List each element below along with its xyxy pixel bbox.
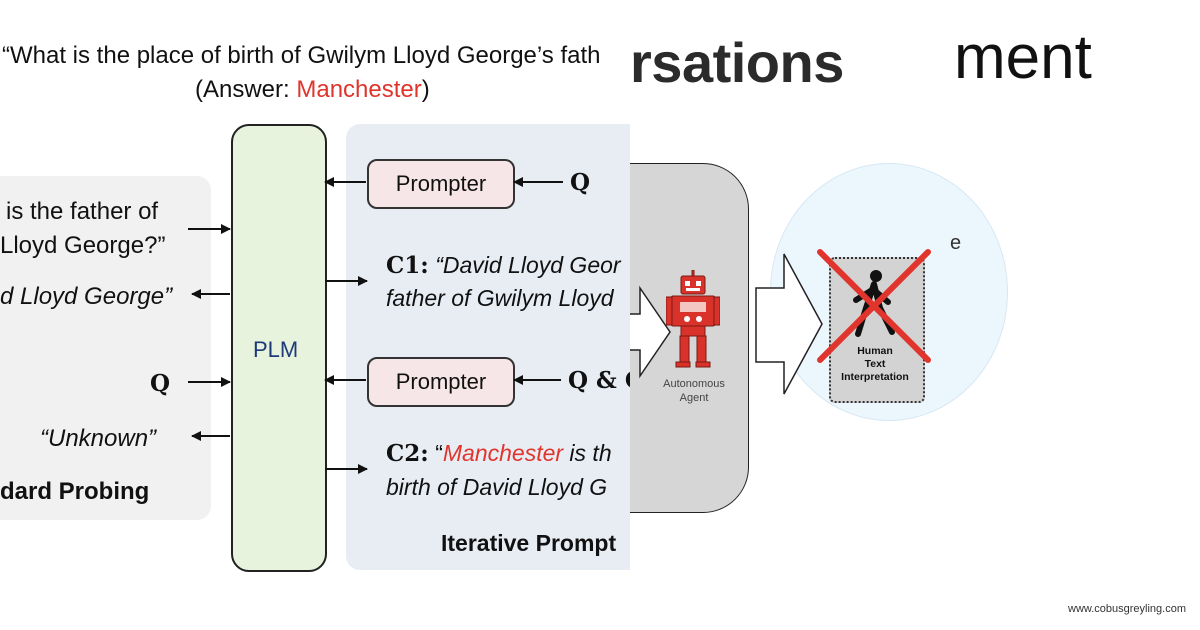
c2-label: C2: bbox=[386, 440, 429, 467]
footer-url: www.cobusgreyling.com bbox=[1068, 603, 1186, 615]
prompter-2-label: Prompter bbox=[395, 369, 487, 394]
sp-unknown: “Unknown” bbox=[40, 425, 157, 452]
autonomous-agent-slide: rsations ment e Autonomous Agent bbox=[630, 0, 1200, 630]
prompter-box-1: Prompter bbox=[367, 159, 515, 209]
prompter-1-input: Q bbox=[570, 169, 591, 196]
figure-answer: (Answer: Manchester) bbox=[195, 76, 430, 104]
cross-out-icon bbox=[817, 249, 931, 363]
slide-title-fragment: rsations bbox=[630, 31, 844, 94]
c1-text-1: “David Lloyd Geor bbox=[435, 252, 621, 278]
prompter-1-label: Prompter bbox=[395, 171, 487, 196]
slide-title-fragment-2: ment bbox=[954, 23, 1092, 92]
c2-text-1: is th bbox=[563, 440, 612, 466]
answer-prefix: (Answer: bbox=[195, 76, 297, 103]
plm-label: PLM bbox=[253, 337, 299, 362]
robot-icon bbox=[666, 270, 720, 368]
agent-label-line1: Autonomous bbox=[663, 378, 725, 390]
human-label-line2: Text bbox=[864, 358, 886, 370]
answer-suffix: ) bbox=[421, 76, 430, 103]
prompter-box-2: Prompter bbox=[367, 357, 515, 407]
sp-q-label: Q bbox=[150, 370, 171, 397]
question-text: “What is the place of birth of Gwilym Ll… bbox=[2, 42, 601, 69]
connector-arrows bbox=[188, 177, 563, 474]
sp-caption: dard Probing bbox=[0, 478, 150, 505]
sp-question-line1: is the father of bbox=[6, 198, 159, 225]
figure-question: “What is the place of birth of Gwilym Ll… bbox=[2, 42, 601, 70]
agent-label-line2: Agent bbox=[679, 392, 709, 404]
human-label: Human Text Interpretation bbox=[829, 345, 921, 384]
c2-open-quote: “ bbox=[435, 440, 443, 466]
sp-response: d Lloyd George” bbox=[0, 283, 173, 310]
human-label-line3: Interpretation bbox=[841, 371, 909, 383]
sp-question-line2: Lloyd George?” bbox=[0, 232, 166, 259]
c2-line2: birth of David Lloyd G bbox=[386, 474, 608, 500]
c1-line2: father of Gwilym Lloyd bbox=[386, 285, 614, 311]
standard-probing-box bbox=[0, 176, 211, 520]
circle-text-fragment: e bbox=[950, 232, 962, 254]
prompter-2-input: Q & C bbox=[568, 367, 630, 394]
agent-label: Autonomous Agent bbox=[660, 377, 728, 405]
c2-highlight: Manchester bbox=[442, 440, 564, 466]
c1-line1: C1: “David Lloyd Geor bbox=[386, 252, 621, 279]
c2-line1: C2: “Manchester is th bbox=[386, 440, 612, 467]
plm-box bbox=[231, 124, 327, 572]
iterative-prompting-figure: “What is the place of birth of Gwilym Ll… bbox=[0, 42, 630, 572]
answer-value: Manchester bbox=[296, 76, 422, 103]
iterative-caption: Iterative Prompt bbox=[441, 530, 617, 556]
flow-arrows bbox=[630, 253, 823, 395]
hollow-arrow-right bbox=[755, 253, 823, 395]
hollow-arrow-left bbox=[630, 285, 671, 379]
c1-label: C1: bbox=[386, 252, 429, 279]
human-label-line1: Human bbox=[857, 345, 893, 357]
